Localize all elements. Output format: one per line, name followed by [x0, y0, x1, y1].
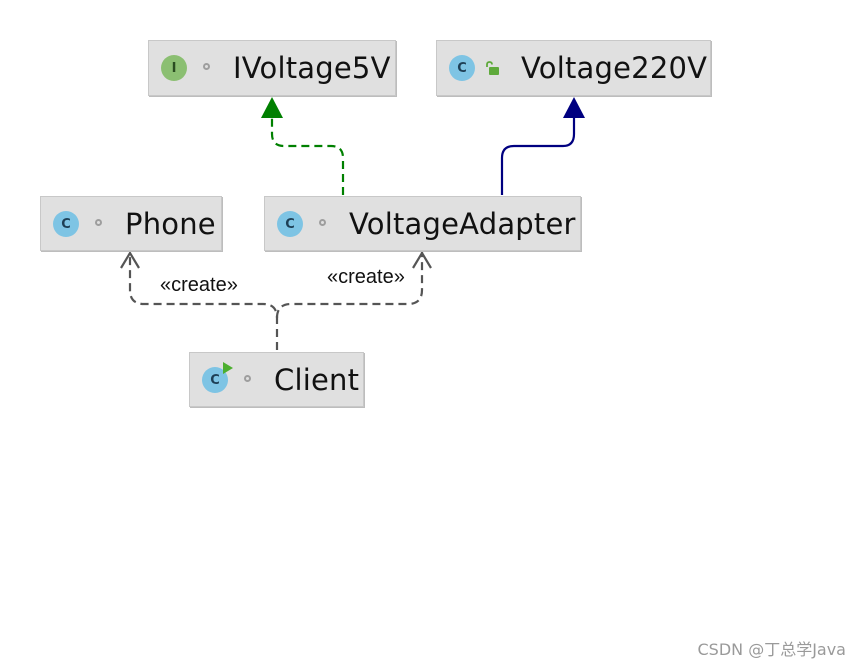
class-icon-letter: C [285, 216, 295, 232]
class-icon: C [449, 55, 475, 81]
interface-icon-letter: I [171, 60, 177, 76]
edge-create-phone [120, 250, 279, 350]
visibility-dot-icon [244, 375, 251, 382]
edge-create-voltageadapter [275, 250, 432, 319]
extends-arrowhead [563, 97, 585, 118]
runnable-class-icon: C [202, 362, 233, 393]
node-name: Voltage220V [521, 51, 708, 85]
node-name: Phone [125, 206, 216, 241]
class-icon-letter: C [210, 372, 220, 388]
implements-arrowhead [261, 97, 283, 118]
node-ivoltage5v[interactable]: I IVoltage5V [148, 40, 396, 96]
visibility-dot-icon [319, 219, 326, 226]
class-icon: C [277, 211, 303, 237]
watermark: CSDN @丁总学Java [697, 640, 846, 659]
node-voltageadapter[interactable]: C VoltageAdapter [264, 196, 581, 251]
class-icon: C [53, 211, 79, 237]
dependency-arrowhead [412, 250, 432, 269]
node-voltage220v[interactable]: C Voltage220V [436, 40, 711, 96]
class-icon-letter: C [457, 60, 467, 76]
edge-implements-ivoltage5v [261, 97, 345, 195]
interface-icon: I [161, 55, 187, 81]
node-name: VoltageAdapter [349, 206, 576, 241]
dependency-arrowhead [120, 250, 140, 269]
node-phone[interactable]: C Phone [40, 196, 222, 251]
edge-extends-voltage220v [500, 97, 585, 195]
node-name: Client [274, 362, 360, 397]
node-name: IVoltage5V [233, 51, 391, 85]
class-icon-letter: C [61, 216, 71, 232]
run-badge-icon [223, 362, 233, 374]
open-lock-icon [486, 61, 499, 75]
edge-label-create-voltageadapter: «create» [327, 266, 405, 288]
edge-label-create-phone: «create» [160, 274, 238, 296]
visibility-dot-icon [203, 63, 210, 70]
visibility-dot-icon [95, 219, 102, 226]
node-client[interactable]: C Client [189, 352, 364, 407]
